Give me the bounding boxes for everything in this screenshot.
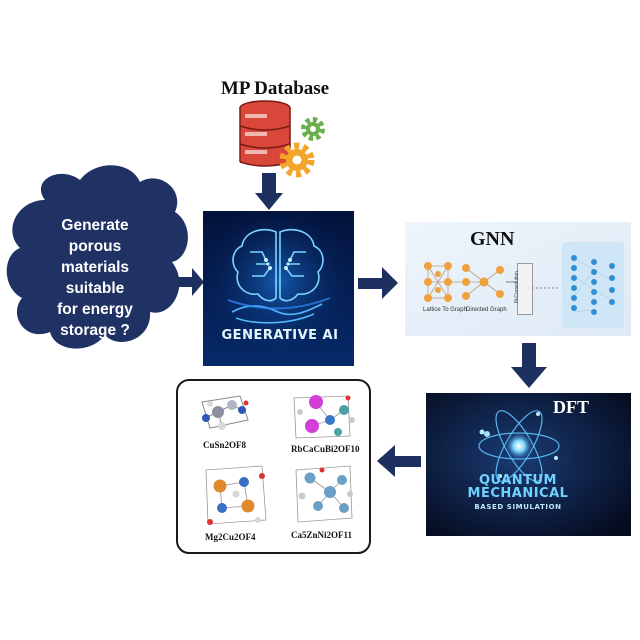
generative-ai-label: GENERATIVE AI [221, 328, 339, 343]
crystal-structure-3 [205, 465, 267, 525]
arrow-dft-to-materials [377, 445, 421, 477]
hand-icon [231, 303, 323, 324]
material-formula: Mg2Cu2OF4 [205, 532, 256, 542]
material-formula: Ca5ZnNi2OF11 [291, 530, 353, 540]
convolution-block: N-Convolution [513, 263, 533, 315]
convolution-label: N-Convolution [513, 271, 520, 303]
cloud-line: for energy [57, 301, 133, 318]
database-icon [239, 100, 291, 167]
neural-network [562, 242, 624, 328]
cloud-line: porous [68, 238, 122, 255]
material-formula: RbCaCuBi2OF10 [291, 444, 360, 454]
cloud-line: Generate [61, 217, 129, 234]
dft-subheading: BASED SIMULATION [474, 503, 562, 511]
materials-panel [176, 379, 371, 554]
cloud-question: Generate porous materials suitable for e… [20, 215, 170, 341]
dft-panel [426, 393, 631, 536]
cloud-line: storage ? [60, 322, 130, 339]
arrow-gnn-to-dft [511, 343, 547, 388]
gnn-title: GNN [470, 228, 515, 250]
generative-ai-panel [203, 211, 354, 366]
directed-label: Directed Graph [466, 307, 507, 313]
brain-icon [232, 228, 324, 302]
arrow-db-to-ai [255, 173, 283, 210]
crystal-structure-2 [293, 395, 355, 439]
material-formula: CuSn2OF8 [203, 440, 247, 450]
crystal-structure-1 [201, 395, 249, 430]
cloud-line: suitable [65, 280, 125, 297]
dft-title: DFT [553, 397, 589, 417]
cloud-line: materials [60, 259, 130, 276]
arrow-cloud-to-ai [178, 268, 204, 296]
arrow-ai-to-gnn [358, 267, 398, 299]
dft-logo-icon [484, 431, 490, 437]
gear-icon [301, 117, 325, 141]
lattice-label: Lattice To Graph [423, 307, 467, 313]
dft-heading: QUANTUM MECHANICAL [467, 473, 569, 501]
database-title: MP Database [220, 78, 330, 99]
crystal-structure-4 [295, 465, 353, 523]
question-cloud [6, 165, 188, 349]
gear-icon [279, 142, 315, 178]
